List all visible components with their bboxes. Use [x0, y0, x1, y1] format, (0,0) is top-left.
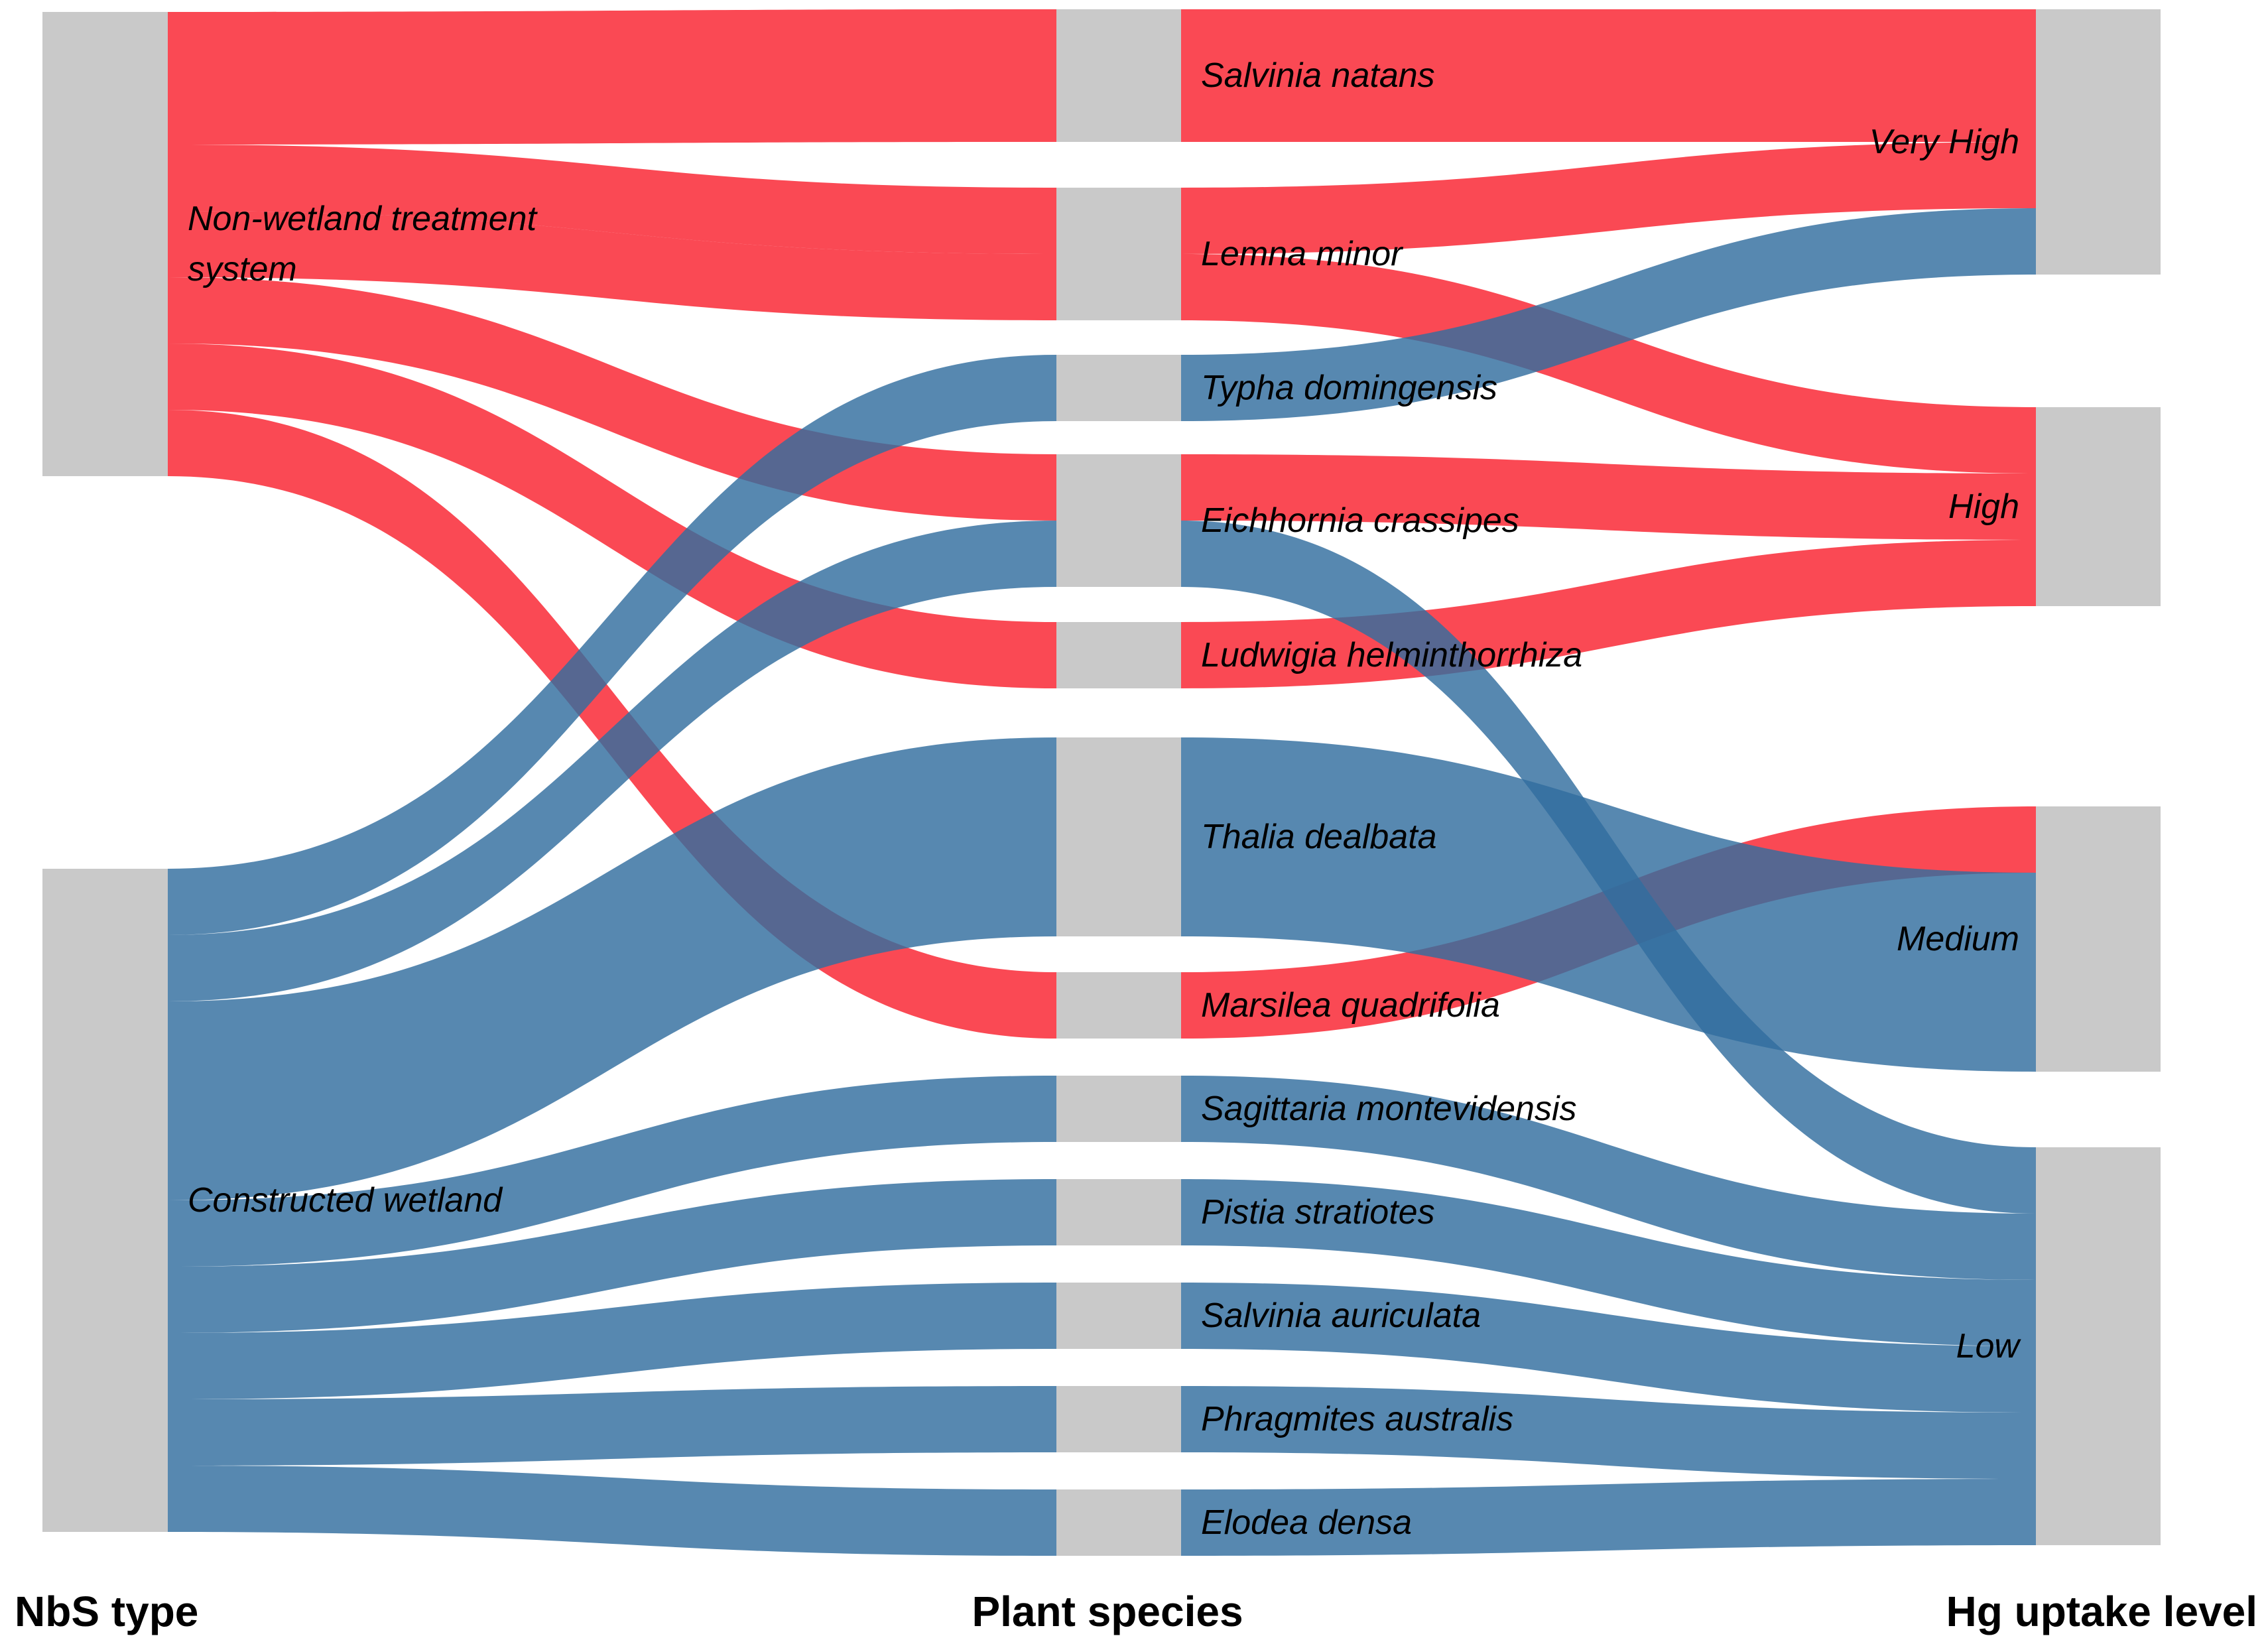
flow-pistia_stratiotes-to-low [1181, 1179, 2036, 1346]
label-pistia_stratiotes: Pistia stratiotes [1201, 1193, 1435, 1232]
flow-constructed_wetland-to-phragmites_australis [168, 1386, 1056, 1466]
node-marsilea_quadrifolia [1056, 972, 1181, 1039]
node-eichhornia_crassipes [1056, 454, 1181, 587]
label-thalia_dealbata: Thalia dealbata [1201, 818, 1437, 856]
flow-phragmites_australis-to-low [1181, 1386, 2036, 1479]
flow-constructed_wetland-to-eichhornia_crassipes [168, 521, 1056, 1001]
flow-constructed_wetland-to-thalia_dealbata [168, 737, 1056, 1200]
flow-ribbons [168, 9, 2036, 1556]
flow-thalia_dealbata-to-medium [1181, 737, 2036, 1072]
node-high [2036, 407, 2161, 606]
flow-non_wetland-to-marsilea_quadrifolia [168, 410, 1056, 1039]
node-very_high [2036, 9, 2161, 275]
flow-lemna_minor-to-very_high [1181, 142, 2036, 254]
label-lemna_minor: Lemna minor [1201, 235, 1404, 273]
label-non_wetland-line1: Non-wetland treatment [188, 200, 538, 238]
node-low [2036, 1147, 2161, 1545]
label-constructed_wetland: Constructed wetland [188, 1181, 503, 1220]
label-typha_domingensis: Typha domingensis [1201, 369, 1497, 407]
label-non_wetland-line2: system [188, 250, 297, 288]
node-elodea_densa [1056, 1489, 1181, 1556]
label-salvinia_auriculata: Salvinia auriculata [1201, 1296, 1481, 1335]
flow-constructed_wetland-to-elodea_densa [168, 1466, 1056, 1556]
label-very_high: Very High [1869, 123, 2019, 161]
node-constructed_wetland [42, 869, 168, 1532]
node-typha_domingensis [1056, 355, 1181, 421]
label-marsilea_quadrifolia: Marsilea quadrifolia [1201, 986, 1500, 1025]
label-sagittaria_montevidensis: Sagittaria montevidensis [1201, 1090, 1577, 1128]
label-medium: Medium [1897, 920, 2019, 958]
label-low: Low [1956, 1327, 2022, 1365]
node-salvinia_natans [1056, 9, 1181, 142]
label-high: High [1948, 487, 2019, 526]
node-phragmites_australis [1056, 1386, 1181, 1452]
node-non_wetland [42, 12, 168, 476]
flow-eichhornia_crassipes-to-high [1181, 454, 2036, 540]
axis-title-hg-uptake-level: Hg uptake level [1946, 1588, 2258, 1635]
node-strata [42, 9, 2161, 1556]
flow-sagittaria_montevidensis-to-low [1181, 1076, 2036, 1280]
node-thalia_dealbata [1056, 737, 1181, 936]
flow-non_wetland-to-lemna_minor [168, 211, 1056, 320]
flow-non_wetland-to-lemna_minor [168, 145, 1056, 254]
flow-typha_domingensis-to-very_high [1181, 208, 2036, 421]
label-ludwigia_helminthorrhiza: Ludwigia helminthorrhiza [1201, 636, 1582, 674]
flow-constructed_wetland-to-salvinia_auriculata [168, 1283, 1056, 1399]
flow-salvinia_natans-to-very_high [1181, 9, 2036, 142]
node-lemna_minor [1056, 188, 1181, 320]
node-pistia_stratiotes [1056, 1179, 1181, 1245]
flow-constructed_wetland-to-pistia_stratiotes [168, 1179, 1056, 1333]
label-eichhornia_crassipes: Eichhornia crassipes [1201, 501, 1519, 540]
label-elodea_densa: Elodea densa [1201, 1503, 1412, 1542]
flow-constructed_wetland-to-typha_domingensis [168, 355, 1056, 935]
node-medium [2036, 806, 2161, 1072]
flow-lemna_minor-to-high [1181, 254, 2036, 474]
label-salvinia_natans: Salvinia natans [1201, 56, 1435, 95]
axis-title-nbs-type: NbS type [15, 1588, 198, 1635]
node-salvinia_auriculata [1056, 1283, 1181, 1349]
label-phragmites_australis: Phragmites australis [1201, 1400, 1513, 1438]
axis-title-plant-species: Plant species [972, 1588, 1243, 1635]
flow-non_wetland-to-salvinia_natans [168, 9, 1056, 145]
flow-constructed_wetland-to-sagittaria_montevidensis [168, 1076, 1056, 1267]
node-sagittaria_montevidensis [1056, 1076, 1181, 1142]
node-ludwigia_helminthorrhiza [1056, 622, 1181, 688]
flow-salvinia_auriculata-to-low [1181, 1283, 2036, 1413]
flow-elodea_densa-to-low [1181, 1479, 2036, 1556]
